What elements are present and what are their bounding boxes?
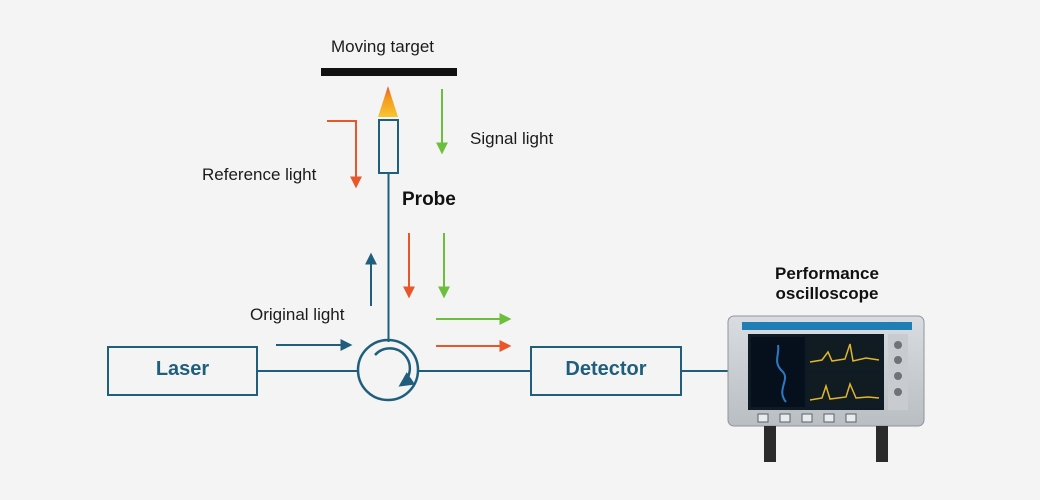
laser-label: Laser bbox=[155, 358, 210, 380]
probe-label: Probe bbox=[402, 189, 456, 210]
circulator-icon bbox=[356, 338, 420, 402]
oscilloscope-label-line1: Performance bbox=[775, 264, 879, 283]
detector-label: Detector bbox=[565, 358, 647, 380]
probe-body bbox=[378, 119, 399, 174]
moving-target-bar bbox=[321, 68, 457, 76]
original-light-label: Original light bbox=[250, 305, 345, 324]
signal-light-label: Signal light bbox=[470, 129, 554, 148]
probe-tip-icon bbox=[378, 86, 398, 117]
reference-light-arrow bbox=[327, 120, 362, 189]
oscilloscope-label: Performance oscilloscope bbox=[752, 264, 902, 304]
moving-target-label: Moving target bbox=[331, 37, 434, 56]
reference-light-label: Reference light bbox=[202, 165, 317, 184]
oscilloscope-label-line2: oscilloscope bbox=[775, 284, 879, 303]
oscilloscope-icon bbox=[727, 315, 925, 462]
